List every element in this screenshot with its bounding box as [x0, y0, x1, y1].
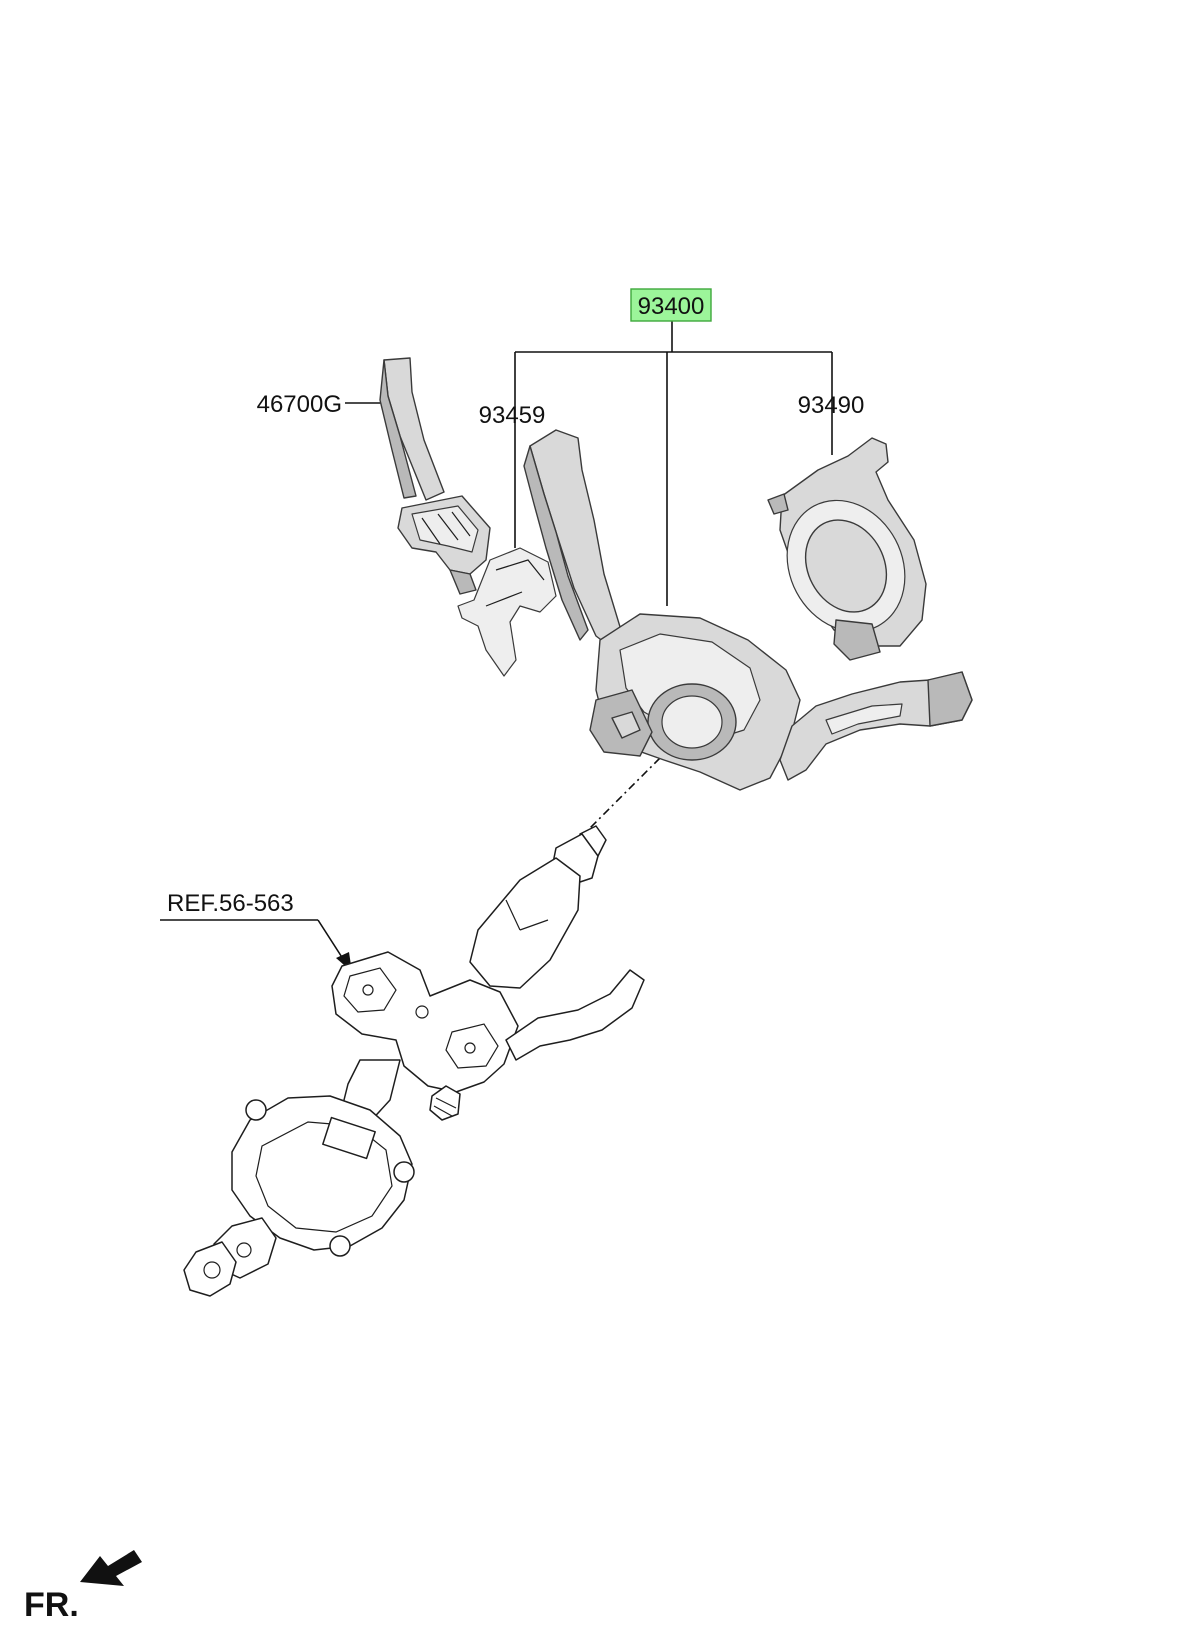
highlight-box	[630, 288, 712, 322]
bracket-part	[457, 547, 557, 677]
front-label: FR.	[24, 1586, 79, 1624]
front-arrow-icon	[80, 1550, 142, 1586]
label-ref-column[interactable]: REF.56-563	[167, 890, 294, 917]
multifunction-switch-part	[523, 429, 973, 791]
steering-column-part	[183, 825, 645, 1297]
leader-lines	[160, 320, 833, 972]
label-46700g[interactable]: 46700G	[257, 391, 342, 418]
label-93459[interactable]: 93459	[479, 402, 546, 429]
label-93490[interactable]: 93490	[798, 392, 865, 419]
front-direction-indicator: FR.	[24, 1550, 142, 1624]
clock-spring-part	[767, 437, 927, 661]
paddle-shifter-part	[379, 357, 491, 595]
label-93400[interactable]: 93400	[638, 293, 705, 320]
